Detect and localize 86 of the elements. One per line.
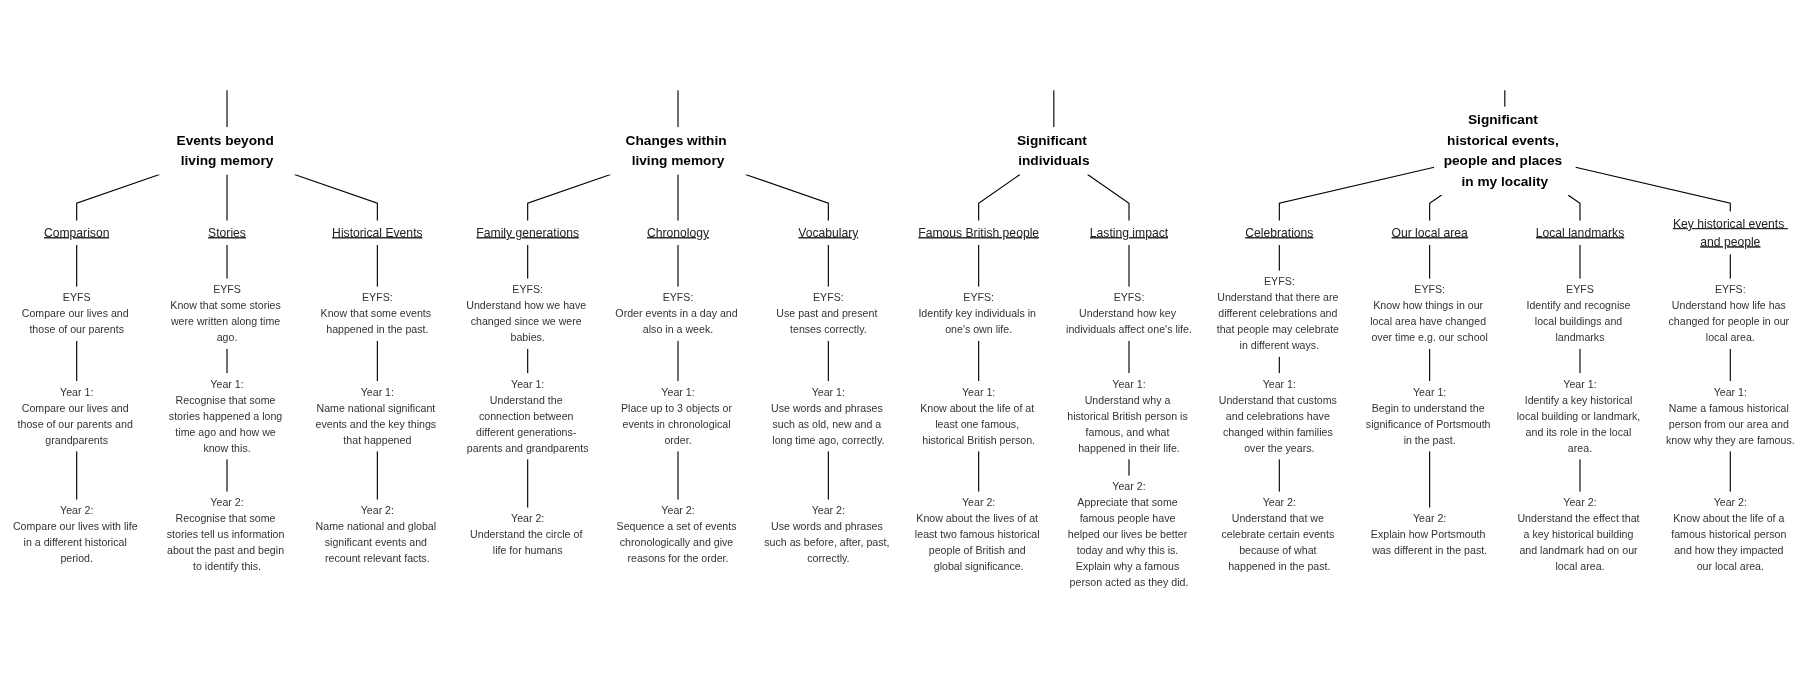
connector bbox=[76, 450, 78, 501]
connector bbox=[744, 173, 829, 221]
node-text: Year 2: Explain how Portsmouth was different in the past. bbox=[1370, 511, 1488, 557]
node-text: Changes within living memory bbox=[625, 132, 727, 169]
connector bbox=[527, 458, 529, 508]
node-text: EYFS: Identify key individuals in one's own life. bbox=[918, 291, 1036, 336]
node-text: EYFS: Understand how life has changed for people in our local area. bbox=[1668, 283, 1790, 344]
node-text: Year 2: Sequence a set of events chronologically and give reasons for the order. bbox=[616, 504, 737, 564]
node-text: Significant historical events, people and places in my locality bbox=[1443, 111, 1563, 189]
connector bbox=[1278, 244, 1280, 272]
connector bbox=[1429, 347, 1431, 382]
connector bbox=[1278, 166, 1435, 221]
connector bbox=[294, 173, 378, 221]
connector bbox=[76, 244, 78, 288]
node-text: Celebrations bbox=[1245, 225, 1314, 239]
connector bbox=[1567, 194, 1581, 221]
node-text: Year 2: Know about the lives of at least two famous historical people of British and global significance. bbox=[914, 496, 1040, 572]
node-text: EYFS: Know that some events happened in the past. bbox=[320, 291, 432, 336]
connector bbox=[76, 173, 161, 221]
node-text: EYFS: Understand how we have changed since we were babies. bbox=[466, 283, 587, 344]
node-text: EYFS: Use past and present tenses correctly. bbox=[776, 291, 878, 336]
node-text: Chronology bbox=[646, 225, 710, 239]
connector bbox=[827, 339, 829, 382]
connector bbox=[1278, 458, 1280, 493]
node-text: Year 2: Understand the effect that a key historical building and landmark had on our local area. bbox=[1517, 496, 1640, 572]
node-text: Local landmarks bbox=[1535, 225, 1625, 239]
node-text: Year 1: Place up to 3 objects or events in chronological order. bbox=[620, 385, 733, 446]
node-text: Year 1: Recognise that some stories happened a long time ago and how we know this. bbox=[168, 377, 283, 454]
node-text: Lasting impact bbox=[1089, 225, 1169, 239]
node-text: EYFS: Know how things in our local area have changed over time e.g. our school bbox=[1370, 283, 1488, 344]
node-text: EYFS Compare our lives and those of our parents bbox=[21, 291, 129, 336]
node-text: EYFS Know that some stories were written along time ago. bbox=[170, 283, 281, 344]
connector bbox=[527, 173, 612, 221]
node-text: EYFS: Understand how key individuals affect one's life. bbox=[1066, 291, 1192, 336]
connector bbox=[376, 339, 378, 382]
node-text: Year 1: Understand the connection between different generations- parents and grandparents bbox=[466, 377, 589, 454]
connector bbox=[76, 339, 78, 382]
node-text: Year 1: Identify a key historical local building or landmark, and its role in the local area. bbox=[1516, 377, 1641, 454]
node-text: Events beyond living memory bbox=[176, 132, 274, 169]
node-text: Year 2: Know about the life of a famous historical person and how they impacted our local area. bbox=[1671, 496, 1787, 572]
connector bbox=[1053, 89, 1055, 128]
node-text: Year 2: Understand the circle of life for humans bbox=[470, 511, 583, 557]
connector bbox=[827, 244, 829, 288]
node-text: Year 2: Recognise that some stories tell us information about the past and begin to identify this. bbox=[166, 496, 285, 572]
connector bbox=[978, 339, 980, 382]
node-text: Our local area bbox=[1391, 225, 1468, 239]
node-text: Year 1: Name national significant events and the key things that happened bbox=[315, 385, 437, 446]
node-text: Family generations bbox=[476, 225, 579, 239]
node-text: EYFS: Understand that there are different celebrations and that people may celebrate in different ways. bbox=[1216, 275, 1339, 352]
connector bbox=[1429, 450, 1431, 508]
connector bbox=[1087, 173, 1130, 221]
connector bbox=[527, 244, 529, 280]
node-text: Year 1: Understand why a historical British person is famous, and what happened in their life. bbox=[1067, 377, 1188, 454]
node-text: Year 1: Understand that customs and celebrations have changed within families over the years. bbox=[1218, 377, 1337, 454]
node-text: Stories bbox=[208, 225, 246, 239]
node-text: Year 1: Begin to understand the significance of Portsmouth in the past. bbox=[1365, 385, 1491, 446]
node-text: Year 1: Know about the life of at least one famous, historical British person. bbox=[920, 385, 1036, 446]
node-text: EYFS Identify and recognise local buildings and landmarks bbox=[1526, 283, 1631, 344]
node-text: Year 2: Name national and global significant events and recount relevant facts. bbox=[315, 504, 437, 564]
connector bbox=[376, 244, 378, 288]
node-text: Vocabulary bbox=[798, 225, 859, 239]
node-text: Famous British people bbox=[918, 225, 1040, 239]
connector bbox=[1729, 347, 1731, 382]
node-text: Year 1: Use words and phrases such as old, new and a long time ago, correctly. bbox=[771, 385, 885, 446]
connector bbox=[827, 450, 829, 501]
connector bbox=[527, 347, 529, 374]
node-text: Significant individuals bbox=[1016, 132, 1090, 169]
node-text: Year 2: Compare our lives with life in a different historical period. bbox=[12, 504, 138, 564]
connector bbox=[1574, 166, 1731, 212]
connector bbox=[1429, 194, 1443, 221]
node-text: Historical Events bbox=[332, 225, 423, 239]
node-text: Comparison bbox=[43, 225, 110, 239]
connector bbox=[978, 244, 980, 288]
connector bbox=[978, 450, 980, 493]
node-text: Year 1: Name a famous historical person from our area and know why they are famous. bbox=[1665, 385, 1795, 446]
connector bbox=[1729, 253, 1731, 280]
node-text: Year 2: Understand that we celebrate certain events because of what happened in the past. bbox=[1221, 496, 1335, 572]
connector bbox=[376, 450, 378, 501]
node-text: EYFS: Order events in a day and also in a week. bbox=[615, 291, 738, 336]
connector bbox=[1429, 244, 1431, 280]
node-text: Key historical events and people bbox=[1672, 216, 1785, 248]
node-text: Year 2: Appreciate that some famous people have helped our lives be better today and why this is. Explain why a famous person acted as they did. bbox=[1067, 480, 1189, 588]
connector bbox=[1729, 450, 1731, 493]
connector bbox=[978, 173, 1021, 221]
node-text: Year 2: Use words and phrases such as before, after, past, correctly. bbox=[764, 504, 890, 564]
node-text: Year 1: Compare our lives and those of our parents and grandparents bbox=[17, 385, 133, 446]
